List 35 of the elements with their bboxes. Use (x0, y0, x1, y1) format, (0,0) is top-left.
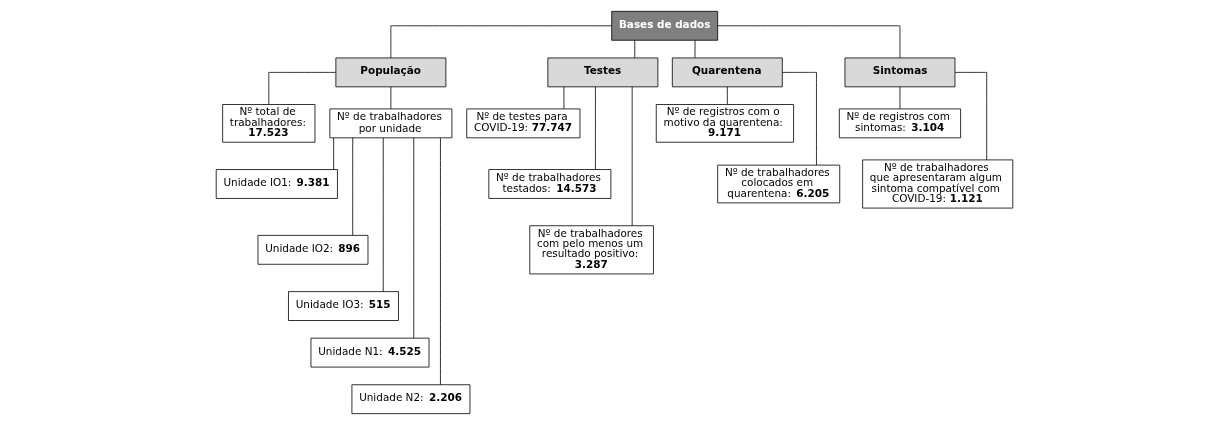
node-box: Unidade IO2: 896 (257, 235, 369, 265)
node-box: Nº de testes para COVID-19: 77.747 (466, 108, 581, 139)
connector (413, 137, 415, 339)
node-box: Nº de registros com sintomas: 3.104 (838, 108, 961, 139)
connector (631, 86, 633, 227)
connector (726, 86, 728, 105)
node-box: Unidade N2: 2.206 (351, 384, 471, 415)
node-box: Bases de dados (611, 10, 719, 41)
node-box: Unidade IO1: 9.381 (215, 169, 338, 199)
node-box: Nº de trabalhadores com pelo menos um resultado positivo: 3.287 (529, 225, 654, 275)
connector (390, 86, 392, 110)
connector (634, 39, 636, 59)
connector (595, 86, 596, 170)
connector (694, 39, 696, 59)
node-box: Unidade IO3: 515 (288, 291, 399, 321)
node-box: Nº de trabalhadores colocados em quarentena: 6.205 (717, 164, 841, 204)
connector (268, 71, 336, 105)
node-box: População (335, 57, 447, 88)
node-box: Nº de trabalhadores que apresentaram algum sintoma compatível com COVID-19: 1.121 (862, 159, 1014, 209)
connector (717, 25, 901, 59)
node-box: Testes (547, 57, 659, 88)
connector (954, 71, 988, 161)
node-box: Nº de trabalhadores testados: 14.573 (488, 169, 612, 199)
connector (440, 137, 441, 386)
connector (333, 137, 335, 170)
node-box: Nº total de trabalhadores: 17.523 (222, 104, 316, 143)
connector (382, 137, 384, 292)
node-box: Sintomas (844, 57, 956, 88)
node-box: Quarentena (671, 57, 783, 88)
node-box: Nº de trabalhadores por unidade (329, 108, 453, 139)
node-box: Unidade N1: 4.525 (310, 337, 430, 368)
connector (782, 71, 817, 166)
connector (352, 137, 354, 236)
node-box: Nº de registros com o motivo da quarentena: 9.171 (655, 104, 794, 143)
connector (390, 25, 612, 59)
